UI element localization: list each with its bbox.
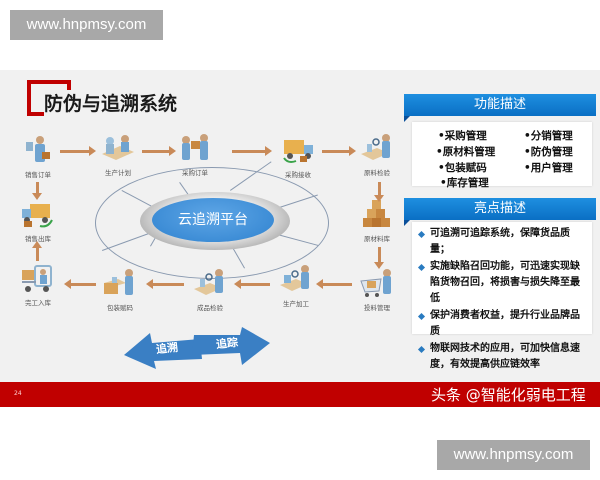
node-label: 原料检验 [364,169,390,177]
function-item: •防伪管理 [524,146,573,158]
flow-node-purchase-receipt: 采购接收 [276,134,320,179]
title-bracket-top-decoration [27,80,71,84]
flow-node-raw-inspection: 原料检验 [355,132,399,177]
function-item: •原材料管理 [436,146,496,158]
forklift-icon [20,262,56,294]
highlight-item: 实施缺陷召回功能，可迅速实现缺陷货物召回，将损害与损失降至最低 [418,259,586,307]
workbench-icon [278,263,314,295]
node-label: 成品检验 [197,304,223,312]
highlight-item: 物联网技术的应用，可加快信息速度，有效提高供应链效率 [418,341,586,373]
handover-box-icon [177,132,213,164]
node-label: 包装赋码 [107,304,133,312]
function-item: •库存管理 [440,177,489,189]
flow-node-product-inspection: 成品检验 [188,267,232,312]
flow-node-sales-order: 销售订单 [16,134,60,179]
node-label: 原材料库 [364,235,390,243]
inspection-bench-icon [192,267,228,299]
flow-arrow [60,146,96,156]
flow-node-raw-warehouse: 原材料库 [355,198,399,243]
flow-node-production-plan: 生产计划 [96,132,140,177]
flow-arrow [142,146,176,156]
highlight-panel: 可追溯可追踪系统，保障货品质量； 实施缺陷召回功能，可迅速实现缺陷货物召回，将损… [412,222,592,370]
function-panel: •采购管理 •分销管理 •原材料管理 •防伪管理 •包装赋码 •用户管理 •库存… [412,122,592,189]
flow-arrow [146,279,184,289]
watermark-top: www.hnpmsy.com [10,10,163,40]
flow-arrow [232,146,272,156]
delivery-truck-icon [280,134,316,166]
meeting-table-icon [100,132,136,164]
highlight-panel-header: 亮点描述 [404,198,596,226]
node-label: 投料管理 [364,304,390,312]
flow-node-feeding-management: 投料管理 [355,267,399,312]
delivery-truck-icon [20,198,56,230]
flow-node-sales-outbound: 销售出库 [16,198,60,243]
source-credit: 头条 @智能化弱电工程 [431,386,586,404]
node-label: 销售出库 [25,235,51,243]
trace-forward-label: 追踪 [215,335,239,352]
flow-node-production-processing: 生产加工 [274,263,318,308]
node-label: 完工入库 [25,299,51,307]
flow-arrow [32,182,42,200]
inspection-bench-icon [359,132,395,164]
page-number: 24 [14,390,22,397]
flow-node-purchase-order: 采购订单 [173,132,217,177]
function-item: •分销管理 [524,130,573,142]
title-bracket-corner-decoration [67,80,71,90]
node-label: 生产加工 [283,300,309,308]
node-label: 生产计划 [105,169,131,177]
cloud-platform-label: 云追溯平台 [152,198,274,242]
flow-arrow [374,247,384,269]
function-item: •采购管理 [438,130,487,142]
flow-arrow [316,279,352,289]
flow-arrow [234,279,270,289]
trace-track-double-arrow [124,327,270,369]
slide-title: 防伪与追溯系统 [44,93,178,115]
highlight-item: 保护消费者权益，提升行业品牌品质 [418,308,586,340]
title-bracket-decoration [27,80,44,116]
packing-box-icon [102,267,138,299]
slide-footer: 24 头条 @智能化弱电工程 [0,382,600,407]
node-label: 采购订单 [182,169,208,177]
flow-arrow [32,241,42,261]
flow-arrow [322,146,356,156]
highlight-item: 可追溯可追踪系统，保障货品质量； [418,226,586,258]
node-label: 采购接收 [285,171,311,179]
function-panel-header: 功能描述 [404,94,596,122]
flow-node-finished-storage: 完工入库 [16,262,60,307]
function-item: •包装赋码 [438,162,487,174]
cart-person-icon [359,267,395,299]
flow-node-packaging-coding: 包装赋码 [98,267,142,312]
function-item: •用户管理 [524,162,573,174]
person-documents-icon [20,134,56,166]
box-stack-icon [359,198,395,230]
watermark-bottom: www.hnpmsy.com [437,440,590,470]
flow-arrow [64,279,96,289]
flow-arrow [374,182,384,202]
slide: 防伪与追溯系统 云追溯平台 销售订单 生产计划 采购订单 采购接收 [0,70,600,407]
trace-back-label: 追溯 [155,340,179,357]
node-label: 销售订单 [25,171,51,179]
